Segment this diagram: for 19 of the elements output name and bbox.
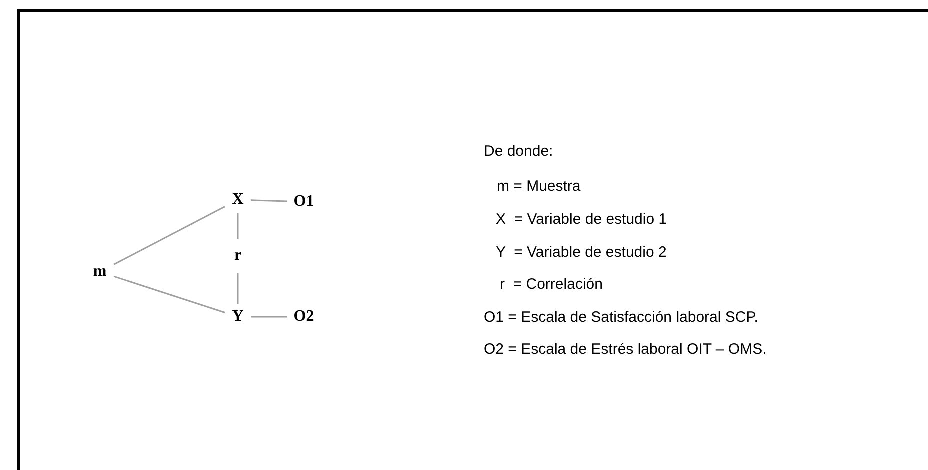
legend-definition: m = Muestra — [497, 177, 581, 197]
node-label: O1 — [294, 194, 314, 210]
node-label: r — [234, 248, 242, 264]
node-label: m — [93, 264, 107, 280]
legend-heading: De donde: — [484, 142, 554, 162]
connector-line — [251, 316, 287, 318]
legend-definition: O2 = Escala de Estrés laboral OIT – OMS. — [484, 340, 767, 360]
connector-line — [237, 273, 239, 304]
node-label: O2 — [294, 309, 314, 325]
node-label: X — [232, 192, 244, 208]
connector-line — [114, 206, 226, 266]
connector-line — [237, 213, 239, 239]
connector-line — [114, 276, 226, 314]
legend-definition: Y = Variable de estudio 2 — [496, 243, 667, 263]
connector-line — [250, 200, 288, 202]
legend-definition: r = Correlación — [500, 275, 603, 295]
node-label: Y — [232, 309, 244, 325]
legend-definition: X = Variable de estudio 1 — [496, 210, 668, 230]
legend-definition: O1 = Escala de Satisfacción laboral SCP. — [484, 308, 758, 328]
